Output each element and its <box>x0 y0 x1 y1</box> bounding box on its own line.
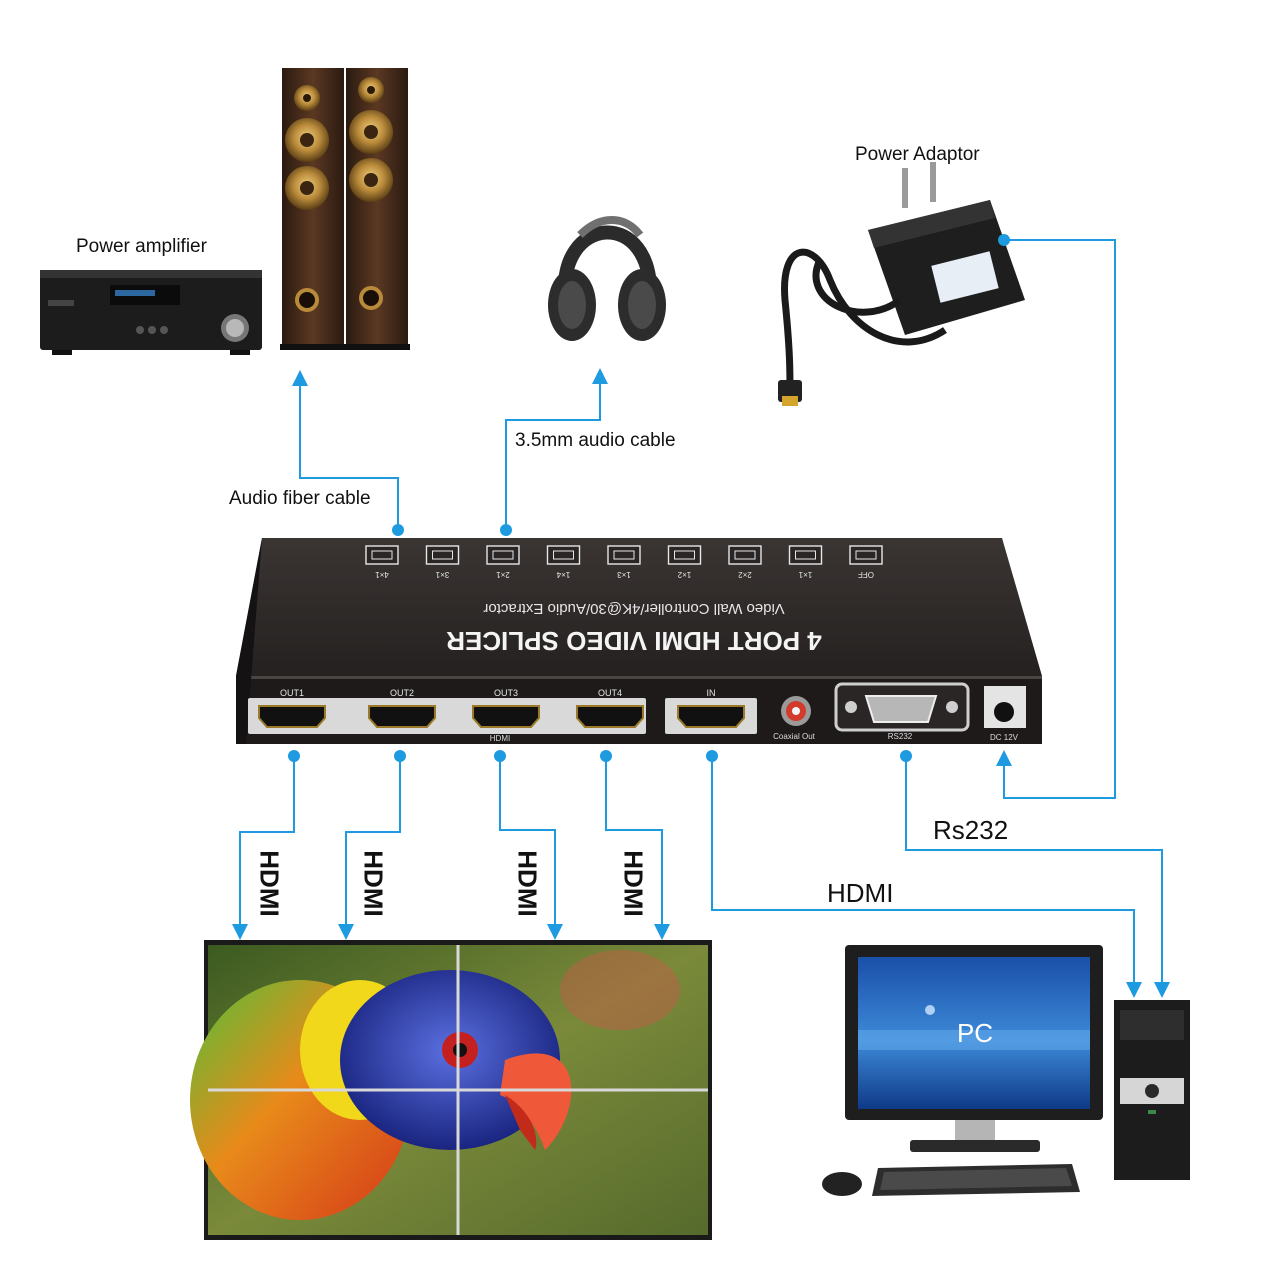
power-amplifier-label: Power amplifier <box>76 236 207 257</box>
rs232-label: RS232 <box>888 732 913 741</box>
speaker-left-image <box>280 68 346 350</box>
video-wall-image <box>190 940 712 1240</box>
rs232-port <box>864 695 938 723</box>
mode-button-glyph <box>613 550 635 560</box>
audio-cable-35-label: 3.5mm audio cable <box>515 430 676 451</box>
port-label-in: IN <box>707 688 716 698</box>
power-amplifier-image <box>40 270 262 355</box>
power-adaptor-label: Power Adaptor <box>855 144 980 165</box>
pc-monitor-image: PC <box>845 945 1103 1152</box>
mode-label-4: 1×4 <box>556 570 570 579</box>
audio-fiber-cable-label: Audio fiber cable <box>229 488 371 509</box>
mode-button-3 <box>486 545 520 565</box>
hdmi-port-out2 <box>368 705 436 728</box>
hdmi-out2-line <box>345 756 401 926</box>
mode-label-5: 1×3 <box>617 570 631 579</box>
mode-button-1 <box>365 545 399 565</box>
mode-button-6 <box>667 545 702 565</box>
mode-button-5 <box>607 545 641 565</box>
mode-label-3: 2×1 <box>496 570 510 579</box>
audio-fiber-line <box>299 384 399 530</box>
hdmi-out1-label: HDMI <box>254 850 285 917</box>
mode-label-6: 1×2 <box>677 570 691 579</box>
hdmi-link-label: HDMI <box>827 878 894 908</box>
headphones-image <box>548 216 666 341</box>
pc-screen-label: PC <box>957 1018 993 1048</box>
mode-button-glyph <box>674 550 695 560</box>
hdmi-out1-line <box>239 756 295 926</box>
rs232-line <box>905 756 1163 984</box>
coaxial-label: Coaxial Out <box>773 732 816 741</box>
hdmi-out3-label: HDMI <box>512 850 543 917</box>
mode-button-glyph <box>734 550 756 560</box>
port-label-out3: OUT3 <box>494 688 518 698</box>
power-line <box>1003 239 1116 799</box>
device-title: 4 PORT HDMI VIDEO SPLICER <box>446 626 822 656</box>
hdmi-port-in <box>677 705 745 728</box>
mode-button-glyph <box>371 550 393 560</box>
device-subtitle: Video Wall Controller/4K@30/Audio Extrac… <box>483 600 784 617</box>
mode-button-glyph <box>795 550 816 560</box>
mode-button-glyph <box>492 550 514 560</box>
rs232-link-label: Rs232 <box>933 815 1009 845</box>
port-label-out4: OUT4 <box>598 688 622 698</box>
pc-tower-image <box>1114 1000 1190 1180</box>
hdmi-in-line <box>711 756 1135 984</box>
mode-button-glyph <box>432 550 453 560</box>
connector-lines <box>239 239 1163 984</box>
keyboard-image <box>822 1164 1080 1196</box>
mode-button-glyph <box>553 550 574 560</box>
hdmi-port-out4 <box>576 705 644 728</box>
mode-label-7: 2×2 <box>738 570 752 579</box>
dc-power-port <box>994 702 1014 722</box>
hdmi-out3-line <box>499 756 556 926</box>
power-adaptor-image <box>778 162 1025 406</box>
connector-endpoints <box>232 234 1170 998</box>
hdmi-port-out1 <box>258 705 326 728</box>
dc-label: DC 12V <box>990 733 1019 742</box>
video-splicer-device: 4×1 3×1 2×1 1×4 1×3 1×2 2×2 1×1 OFF 4 PORT HDMI … <box>236 538 1042 744</box>
hdmi-port-out3 <box>472 705 540 728</box>
hdmi-port-row: OUT1 OUT2 OUT3 OUT4 IN <box>258 688 745 728</box>
mode-button-9 <box>849 545 883 565</box>
hdmi-out4-label: HDMI <box>618 850 649 917</box>
port-label-out1: OUT1 <box>280 688 304 698</box>
mode-label-2: 3×1 <box>435 570 449 579</box>
hdmi-out2-label: HDMI <box>358 850 389 917</box>
mode-button-4 <box>546 545 581 565</box>
mode-button-glyph <box>855 550 877 560</box>
mode-label-9: OFF <box>858 570 874 579</box>
port-label-out2: OUT2 <box>390 688 414 698</box>
hdmi-out4-line <box>605 756 663 926</box>
mode-button-2 <box>425 545 460 565</box>
audio-35-line <box>505 382 601 530</box>
mode-label-8: 1×1 <box>798 570 812 579</box>
mode-label-1: 4×1 <box>375 570 389 579</box>
mode-button-7 <box>728 545 762 565</box>
hdmi-bar-label: HDMI <box>490 734 510 743</box>
speaker-right-image <box>344 68 410 350</box>
mode-button-row: 4×1 3×1 2×1 1×4 1×3 1×2 2×2 1×1 OFF <box>365 545 883 579</box>
mode-button-8 <box>788 545 823 565</box>
